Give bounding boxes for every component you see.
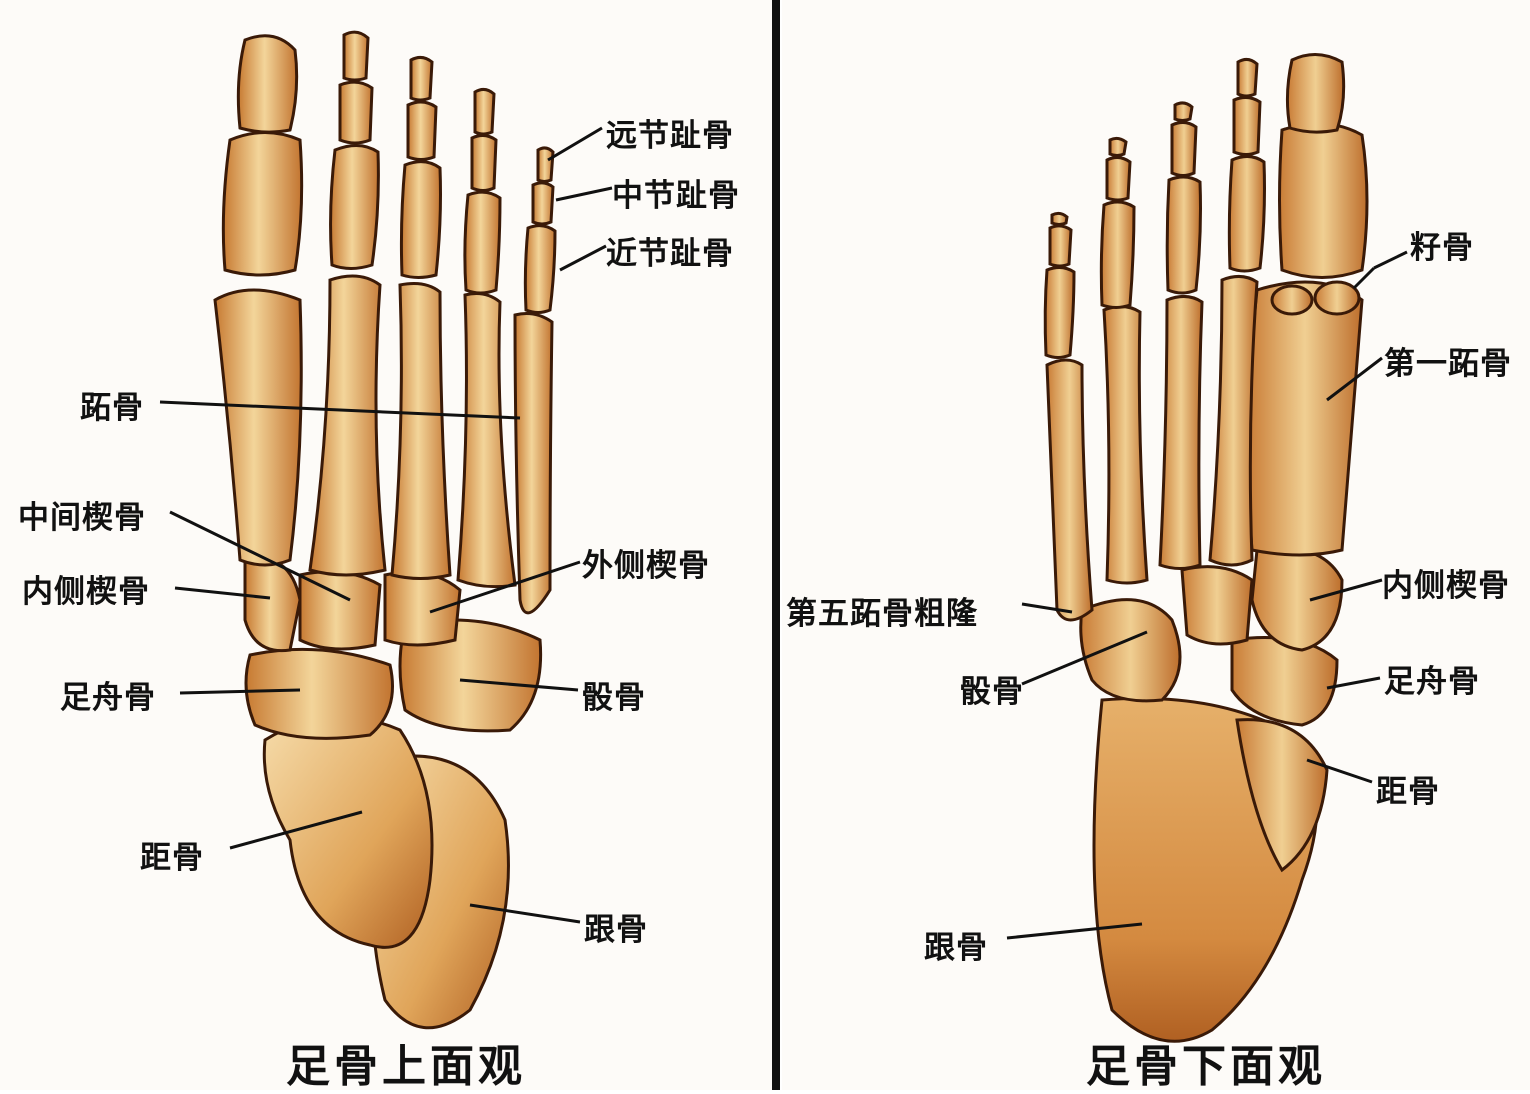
label-medial-cuneiform: 内侧楔骨 xyxy=(22,566,150,611)
plantar-view-panel: 籽骨 第一跖骨 第五跖骨粗隆 内侧楔骨 骰骨 足舟骨 距骨 跟骨 足骨下面观 xyxy=(782,0,1530,1090)
label-first-metatarsal: 第一跖骨 xyxy=(1384,338,1512,383)
label-sesamoid: 籽骨 xyxy=(1410,222,1474,267)
toe2-proximal xyxy=(331,145,379,268)
label-lateral-cuneiform: 外侧楔骨 xyxy=(582,540,710,585)
medial-cuneiform-bone xyxy=(1252,548,1342,650)
label-cuboid: 骰骨 xyxy=(582,672,646,717)
metatarsal-5 xyxy=(1047,360,1092,620)
toe3-proximal xyxy=(401,162,440,278)
label-talus: 距骨 xyxy=(1376,766,1440,811)
sesamoid-bone-1 xyxy=(1272,286,1312,314)
metatarsal-5 xyxy=(515,314,552,613)
navicular-bone xyxy=(246,649,393,738)
toe3-middle xyxy=(408,102,436,160)
metatarsal-1 xyxy=(215,290,301,565)
intermediate-cuneiform-bone xyxy=(1182,567,1252,644)
toe5-distal xyxy=(538,148,553,182)
toe2-distal xyxy=(1238,59,1257,96)
label-talus: 距骨 xyxy=(140,832,204,877)
label-intermediate-cuneiform: 中间楔骨 xyxy=(18,492,146,537)
label-cuboid: 骰骨 xyxy=(960,666,1024,711)
toe4-middle xyxy=(1107,157,1130,200)
toe2-distal xyxy=(344,32,368,80)
metatarsal-4 xyxy=(1104,306,1147,583)
lateral-cuneiform-bone xyxy=(385,572,460,645)
plantar-foot-illustration xyxy=(782,0,1530,1090)
toe3-proximal xyxy=(1167,177,1200,293)
dorsal-view-panel: 远节趾骨 中节趾骨 近节趾骨 跖骨 中间楔骨 内侧楔骨 外侧楔骨 足舟骨 骰骨 … xyxy=(0,0,772,1090)
metatarsal-2 xyxy=(1210,276,1257,565)
cuboid-bone xyxy=(1081,600,1180,701)
metatarsal-3 xyxy=(1160,296,1202,568)
dorsal-view-caption: 足骨上面观 xyxy=(286,1030,526,1094)
navicular-bone xyxy=(1232,638,1337,726)
panel-divider xyxy=(772,0,780,1090)
metatarsal-1 xyxy=(1248,282,1362,555)
plantar-view-caption: 足骨下面观 xyxy=(1086,1030,1326,1094)
label-navicular: 足舟骨 xyxy=(1384,656,1480,701)
toe2-middle xyxy=(1234,97,1260,154)
hallux-distal-phalanx xyxy=(1287,54,1343,132)
label-calcaneus: 跟骨 xyxy=(924,922,988,967)
toe3-distal xyxy=(1175,103,1192,121)
label-calcaneus: 跟骨 xyxy=(584,904,648,949)
label-proximal-phalanx: 近节趾骨 xyxy=(606,228,734,273)
label-distal-phalanx: 远节趾骨 xyxy=(606,110,734,155)
intermediate-cuneiform-bone xyxy=(300,572,380,649)
toe4-distal xyxy=(1110,138,1126,155)
label-metatarsal: 跖骨 xyxy=(80,382,144,427)
toe5-distal xyxy=(1052,213,1067,224)
toe4-proximal xyxy=(1101,202,1134,308)
label-middle-phalanx: 中节趾骨 xyxy=(612,170,740,215)
toe4-proximal xyxy=(465,192,500,293)
hallux-distal-phalanx xyxy=(238,36,296,132)
toe5-proximal xyxy=(525,226,555,313)
toe2-proximal xyxy=(1229,156,1264,271)
hallux-proximal-phalanx xyxy=(223,133,301,276)
label-medial-cuneiform: 内侧楔骨 xyxy=(1382,560,1510,605)
label-navicular: 足舟骨 xyxy=(60,672,156,717)
toe5-middle xyxy=(1050,226,1071,266)
label-fifth-metatarsal-tuberosity: 第五跖骨粗隆 xyxy=(786,588,978,633)
metatarsal-3 xyxy=(392,284,450,579)
toe5-middle xyxy=(533,183,553,224)
toe2-middle xyxy=(340,82,372,143)
toe3-distal xyxy=(411,57,432,100)
metatarsal-2 xyxy=(310,276,385,575)
toe4-middle xyxy=(472,135,496,190)
metatarsal-4 xyxy=(458,294,515,587)
toe3-middle xyxy=(1172,122,1196,175)
sesamoid-bone-2 xyxy=(1315,282,1359,314)
hallux-proximal-phalanx xyxy=(1280,124,1368,278)
toe5-proximal xyxy=(1045,267,1074,357)
toe4-distal xyxy=(475,89,494,134)
